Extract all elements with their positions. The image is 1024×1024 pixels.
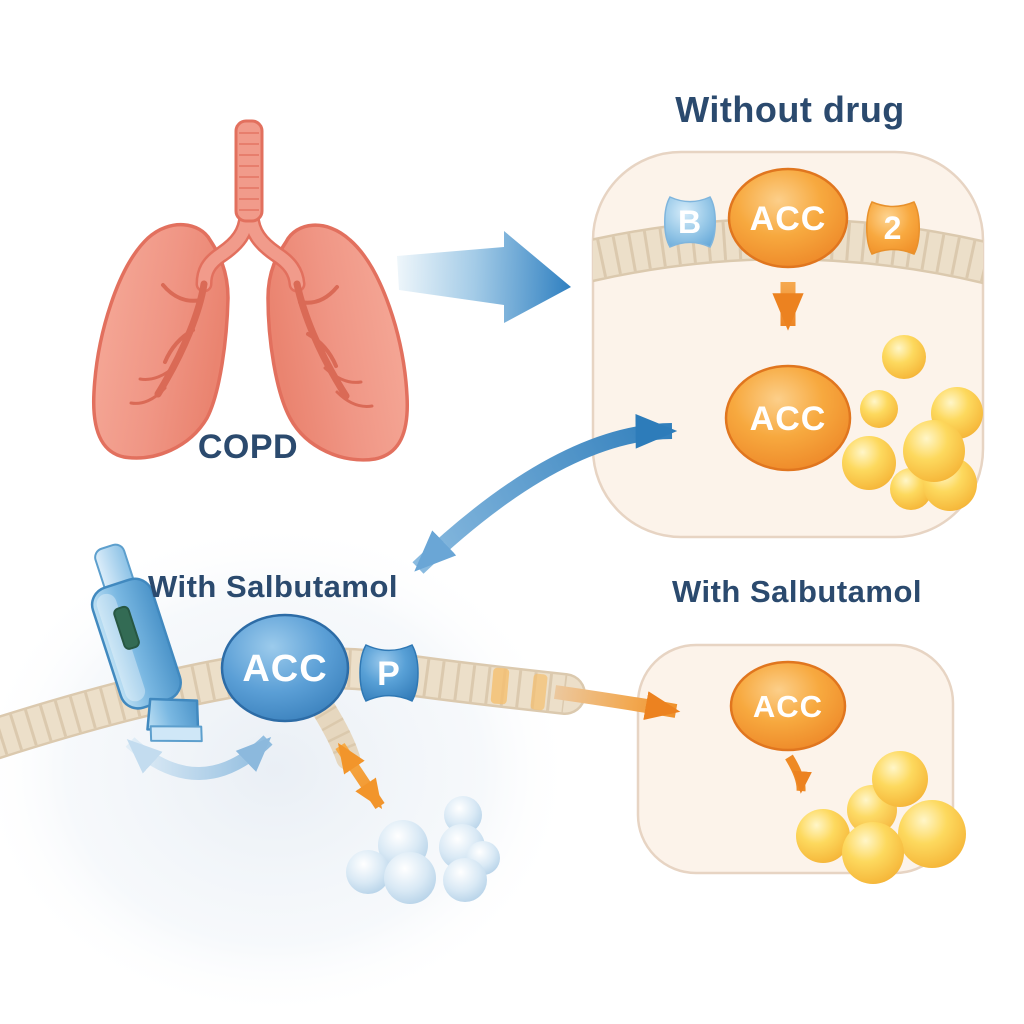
adenylyl-cyclase-active: ACC: [724, 364, 852, 472]
adenylyl-cyclase-membrane: ACC: [727, 167, 849, 269]
without-drug-title: Without drug: [675, 89, 905, 130]
feedback-curved-arrow: [412, 414, 678, 574]
trachea: [234, 119, 264, 223]
bronchial-tree: [129, 207, 374, 408]
without-drug-panel: B 2 ACC ACC: [591, 150, 985, 539]
membrane-to-cell-arrow: [553, 685, 681, 720]
phosphate-blob: P: [359, 644, 419, 702]
adenylyl-cyclase-blue: ACC: [220, 613, 350, 723]
camp-cluster-bottom: [796, 751, 966, 884]
copd-label: COPD: [198, 428, 298, 466]
left-lung: [91, 222, 230, 460]
inhaler-dose-window: [113, 605, 140, 650]
camp-output-arrow: [785, 754, 812, 794]
with-salbutamol-title-left: With Salbutamol: [148, 569, 398, 604]
adenylyl-cyclase-result-label: ACC: [753, 689, 823, 724]
beta-receptor: B: [664, 196, 716, 248]
adenylyl-cyclase-result: ACC: [729, 660, 847, 752]
with-salbutamol-panel: ACC: [553, 643, 966, 884]
adenylyl-cyclase-active-label: ACC: [750, 400, 827, 438]
phosphate-label: P: [377, 655, 401, 693]
with-salbutamol-title-right: With Salbutamol: [672, 574, 922, 609]
activation-cycle-arrow: [125, 735, 273, 780]
lungs-illustration: [91, 119, 410, 462]
salbutamol-molecule-cluster: [346, 796, 500, 904]
adenylyl-cyclase-blue-label: ACC: [242, 648, 327, 690]
inhaler-icon: [90, 543, 203, 743]
adenylyl-cyclase-membrane-label: ACC: [750, 200, 827, 238]
receptor-subtype-2: 2: [866, 201, 920, 255]
receptor-subtype-2-label: 2: [884, 210, 903, 246]
beta-receptor-label: B: [678, 204, 702, 240]
camp-cluster-top: [842, 335, 983, 511]
camp-exchange-arrow: [335, 742, 385, 810]
salbutamol-membrane-scene: ACC P: [0, 543, 586, 904]
copd-to-cell-arrow: [397, 231, 571, 323]
